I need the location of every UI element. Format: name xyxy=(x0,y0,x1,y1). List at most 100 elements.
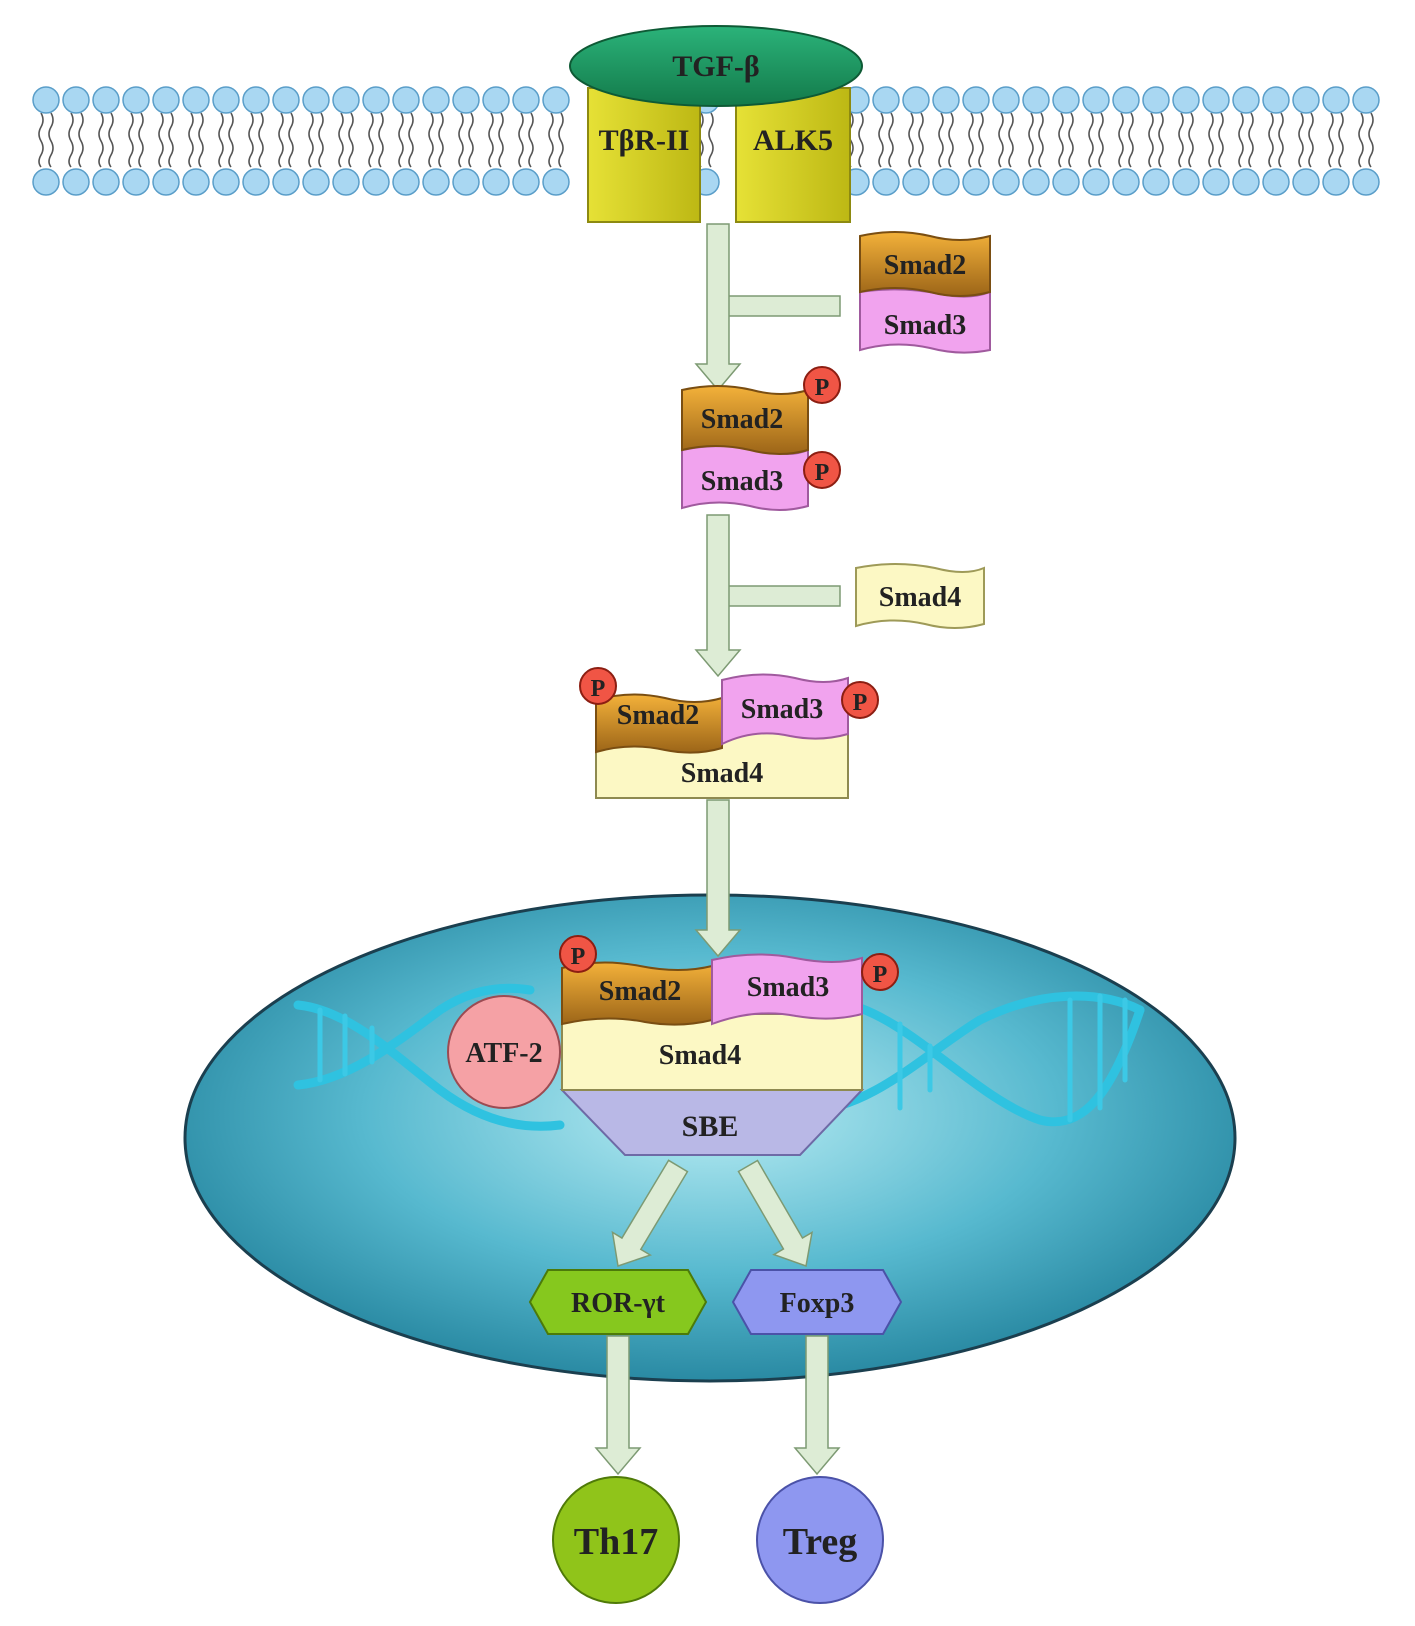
phospho-badge-smad2 xyxy=(803,366,841,404)
membrane-lipid-tail xyxy=(1128,112,1134,168)
membrane-lipid-tail xyxy=(1118,112,1124,168)
free-smad4-shape xyxy=(855,563,985,629)
membrane-lipid-tail xyxy=(518,112,524,168)
arrow-sbe-to-foxp3 xyxy=(737,1159,814,1268)
membrane-head-outer xyxy=(272,86,300,114)
arrow-sbe-to-ror-gamma-t xyxy=(611,1159,689,1267)
membrane-lipid-tail xyxy=(1068,112,1074,168)
membrane-lipid-tail xyxy=(1038,112,1044,168)
phospho-label-smad2: P xyxy=(815,375,830,401)
membrane-lipid-tail xyxy=(1208,112,1214,168)
membrane-head-inner xyxy=(932,168,960,196)
phospho-badge-cyto-smad3 xyxy=(841,681,879,719)
free-smad3-label: Smad3 xyxy=(884,310,966,341)
free-smad2-shape xyxy=(859,231,991,297)
membrane-head-inner xyxy=(1172,168,1200,196)
membrane-lipid-tail xyxy=(228,112,234,168)
th17-label: Th17 xyxy=(574,1521,658,1563)
phospho-smad2-smad3: Smad2 Smad3 P P xyxy=(681,366,841,511)
cyto-smad2-label: Smad2 xyxy=(617,700,699,731)
nuclear-smad-complex: SBE Smad2 Smad3 Smad4 P P ATF-2 xyxy=(447,935,899,1156)
nuc-smad3-shape xyxy=(711,953,863,1026)
membrane-head-inner xyxy=(1082,168,1110,196)
membrane-lipid-tail xyxy=(108,112,114,168)
membrane-lipid-tail xyxy=(1328,112,1334,168)
phospho-badge-nuc-smad3 xyxy=(861,953,899,991)
membrane-head-inner xyxy=(872,168,900,196)
membrane-head-inner xyxy=(542,168,570,196)
tgf-beta-label: TGF-β xyxy=(672,50,759,83)
membrane-head-outer xyxy=(92,86,120,114)
membrane-head-outer xyxy=(1142,86,1170,114)
membrane-head-outer xyxy=(452,86,480,114)
membrane-lipid-tail xyxy=(708,112,714,168)
membrane-head-outer xyxy=(1022,86,1050,114)
membrane-lipid-tail xyxy=(1358,112,1364,168)
p-smad2-label: Smad2 xyxy=(701,404,783,435)
membrane-head-inner xyxy=(392,168,420,196)
membrane-head-outer xyxy=(482,86,510,114)
membrane-head-inner xyxy=(1052,168,1080,196)
membrane-lipid-tail xyxy=(428,112,434,168)
membrane-head-inner xyxy=(1262,168,1290,196)
membrane-lipid-tail xyxy=(128,112,134,168)
membrane-head-outer xyxy=(542,86,570,114)
free-smad2-label: Smad2 xyxy=(884,250,966,281)
p-smad2-shape xyxy=(681,385,809,455)
membrane-head-inner xyxy=(1322,168,1350,196)
membrane-head-outer xyxy=(62,86,90,114)
membrane-lipid-tail xyxy=(158,112,164,168)
membrane-lipid-tail xyxy=(98,112,104,168)
foxp3-label: Foxp3 xyxy=(780,1288,855,1319)
dna-helix xyxy=(293,983,1145,1131)
membrane-lipid-tail xyxy=(348,112,354,168)
membrane-lipid-tail xyxy=(1308,112,1314,168)
membrane-head-outer xyxy=(362,86,390,114)
phospho-label-nuc-smad3: P xyxy=(873,962,888,988)
membrane-lipid-tail xyxy=(378,112,384,168)
th17-cell xyxy=(552,1476,680,1604)
membrane-lipid-tail xyxy=(1158,112,1164,168)
membrane-head-outer xyxy=(992,86,1020,114)
membrane-head-outer xyxy=(1262,86,1290,114)
membrane-lipid-tail xyxy=(258,112,264,168)
membrane-head-inner xyxy=(182,168,210,196)
atf2-label: ATF-2 xyxy=(465,1038,542,1069)
cyto-smad3-label: Smad3 xyxy=(741,694,823,725)
membrane-lipid-tail xyxy=(1058,112,1064,168)
cell-membrane xyxy=(32,86,1380,196)
sbe-label: SBE xyxy=(682,1110,739,1143)
membrane-lipid-tail xyxy=(998,112,1004,168)
membrane-head-inner xyxy=(1142,168,1170,196)
pathway-arrows xyxy=(594,223,841,1476)
membrane-head-outer xyxy=(152,86,180,114)
nuc-smad4-label: Smad4 xyxy=(659,1040,741,1071)
membrane-lipid-tail xyxy=(458,112,464,168)
membrane-lipid-tail xyxy=(248,112,254,168)
membrane-head-outer xyxy=(32,86,60,114)
membrane-lipid-tail xyxy=(1248,112,1254,168)
membrane-lipid-tail xyxy=(558,112,564,168)
membrane-head-inner xyxy=(962,168,990,196)
membrane-lipid-tail xyxy=(368,112,374,168)
free-smad2-smad3: Smad2 Smad3 xyxy=(859,231,991,354)
membrane-lipid-tail xyxy=(1368,112,1374,168)
target-genes: ROR-γt Foxp3 xyxy=(528,1269,903,1335)
membrane-head-inner xyxy=(512,168,540,196)
membrane-head-outer xyxy=(1202,86,1230,114)
membrane-lipid-tail xyxy=(278,112,284,168)
membrane-head-outer xyxy=(902,86,930,114)
phospho-badge-smad3 xyxy=(803,451,841,489)
membrane-head-outer xyxy=(392,86,420,114)
membrane-lipid-tail xyxy=(168,112,174,168)
membrane-lipid-tail xyxy=(1268,112,1274,168)
cyto-smad4-label: Smad4 xyxy=(681,758,763,789)
receptor-type1-label: ALK5 xyxy=(753,124,833,157)
membrane-lipid-tail xyxy=(1028,112,1034,168)
membrane-head-inner xyxy=(62,168,90,196)
membrane-head-inner xyxy=(902,168,930,196)
membrane-lipid-tail xyxy=(318,112,324,168)
membrane-head-outer xyxy=(1052,86,1080,114)
membrane-lipid-tail xyxy=(888,112,894,168)
